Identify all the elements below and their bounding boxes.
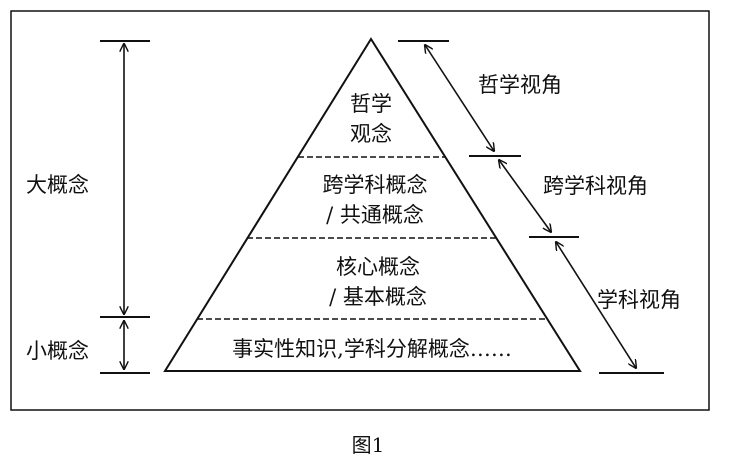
level-philosophy-line-1: 哲学 [350,92,392,116]
figure-caption: 图1 [352,433,385,457]
philosophy-perspective-label: 哲学视角 [478,73,562,97]
level-cross-disciplinary-line-2: / 共通概念 [326,203,424,227]
cross-perspective-arrow [499,160,551,232]
level-cross-disciplinary-line-1: 跨学科概念 [323,173,428,197]
big-concept-label: 大概念 [26,173,89,197]
level-core-line-1: 核心概念 [336,255,420,279]
subject-perspective-arrow [556,242,636,368]
pyramid-outline [163,37,582,372]
subject-perspective-label: 学科视角 [597,288,681,312]
level-philosophy-line-2: 观念 [350,122,392,146]
small-concept-label: 小概念 [26,339,89,363]
cross-perspective-label: 跨学科视角 [543,174,648,198]
diagram-frame [10,10,710,411]
level-facts: 事实性知识,学科分解概念…… [232,337,512,361]
level-core-line-2: / 基本概念 [329,285,427,309]
philosophy-perspective-arrow [425,45,494,151]
